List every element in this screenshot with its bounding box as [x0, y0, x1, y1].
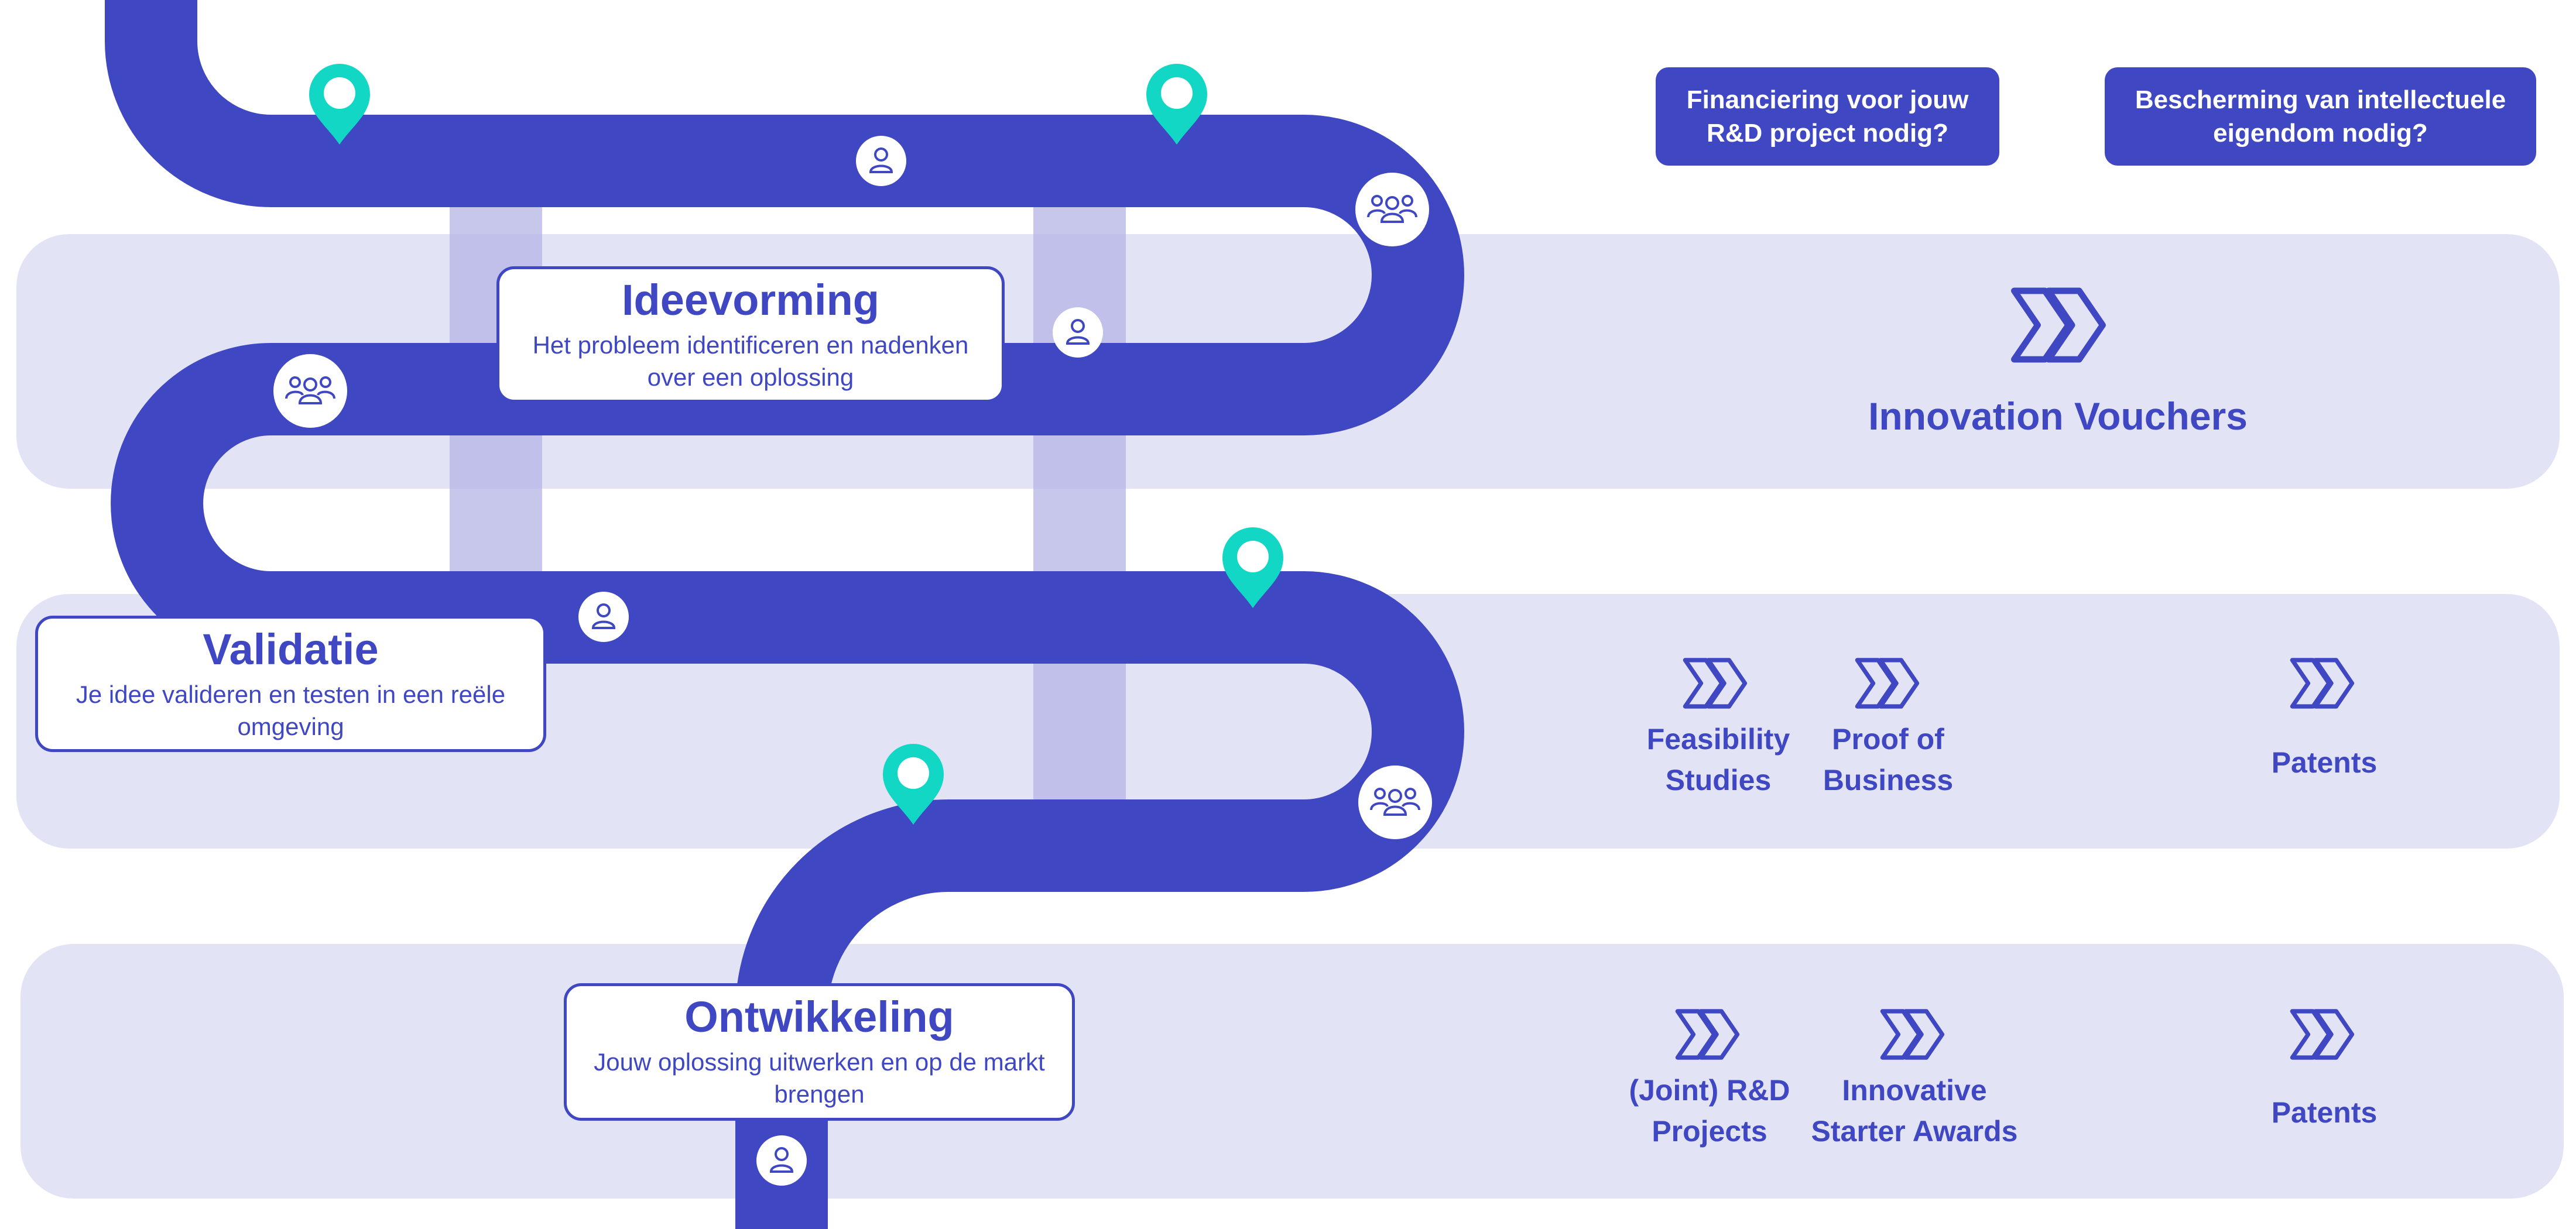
person-icon	[578, 592, 629, 642]
double-chevron-icon	[2011, 287, 2106, 363]
program-proof-of-business: Proof of Business	[1823, 723, 1954, 797]
stage-title-validatie: Validatie	[203, 625, 379, 674]
stage-card-validatie: Validatie Je idee valideren en testen in…	[35, 616, 546, 752]
group-icon	[273, 354, 347, 428]
program-feasibility-studies: Feasibility Studies	[1646, 723, 1790, 797]
question-intellectual-property: Bescherming van intellectuele eigendom n…	[2105, 67, 2536, 166]
road-path	[105, 0, 1464, 1229]
map-pin-icon	[883, 744, 944, 825]
stage-title-ideevorming: Ideevorming	[622, 276, 879, 324]
stage-card-ideevorming: Ideevorming Het probleem identificeren e…	[496, 266, 1005, 403]
band-ontwikkeling	[20, 944, 2564, 1199]
person-icon	[856, 136, 906, 186]
double-chevron-icon	[1880, 1009, 1945, 1060]
stage-description-validatie: Je idee valideren en testen in een reële…	[76, 680, 506, 741]
group-icon	[1358, 765, 1432, 839]
connector-column-right	[1033, 202, 1126, 805]
map-pin-icon	[1146, 64, 1207, 145]
stage-card-ontwikkeling: Ontwikkeling Jouw oplossing uitwerken en…	[564, 983, 1075, 1121]
map-pin-icon	[1222, 527, 1283, 608]
stage-description-ontwikkeling: Jouw oplossing uitwerken en op de markt …	[594, 1048, 1045, 1108]
double-chevron-icon	[1683, 658, 1748, 709]
person-icon	[1053, 307, 1103, 358]
program-patents-validation: Patents	[2271, 746, 2378, 779]
group-icon	[1355, 173, 1429, 246]
stage-description-ideevorming: Het probleem identificeren en nadenken o…	[532, 331, 969, 392]
question-funding: Financiering voor jouw R&D project nodig…	[1656, 67, 1999, 166]
program-innovative-starter-awards: Innovative Starter Awards	[1811, 1074, 2018, 1148]
double-chevron-icon	[2290, 658, 2355, 709]
program-joint-rd-projects: (Joint) R&D Projects	[1629, 1074, 1790, 1148]
double-chevron-icon	[1675, 1009, 1740, 1060]
stage-title-ontwikkeling: Ontwikkeling	[684, 993, 954, 1041]
program-innovation-vouchers: Innovation Vouchers	[1868, 394, 2248, 438]
person-icon	[756, 1135, 807, 1186]
map-pin-icon	[309, 64, 370, 145]
program-patents-development: Patents	[2271, 1096, 2378, 1129]
double-chevron-icon	[1855, 658, 1920, 709]
double-chevron-icon	[2290, 1009, 2355, 1060]
